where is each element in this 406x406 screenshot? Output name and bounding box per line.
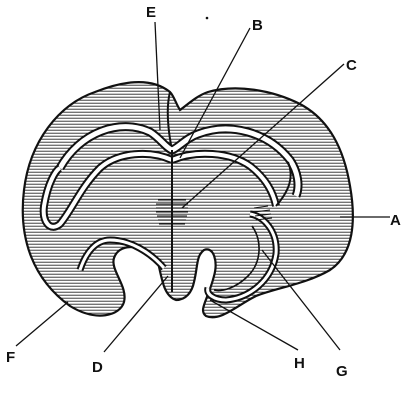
leader-F bbox=[16, 302, 68, 346]
speck bbox=[206, 17, 209, 20]
label-D: D bbox=[92, 359, 103, 376]
label-C: C bbox=[346, 57, 357, 74]
leader-H bbox=[210, 300, 298, 350]
label-H: H bbox=[294, 355, 305, 372]
label-E: E bbox=[146, 4, 156, 21]
label-F: F bbox=[6, 349, 15, 366]
commissure-hatching bbox=[156, 200, 188, 224]
label-A: A bbox=[390, 212, 401, 229]
label-G: G bbox=[336, 363, 348, 380]
label-B: B bbox=[252, 17, 263, 34]
